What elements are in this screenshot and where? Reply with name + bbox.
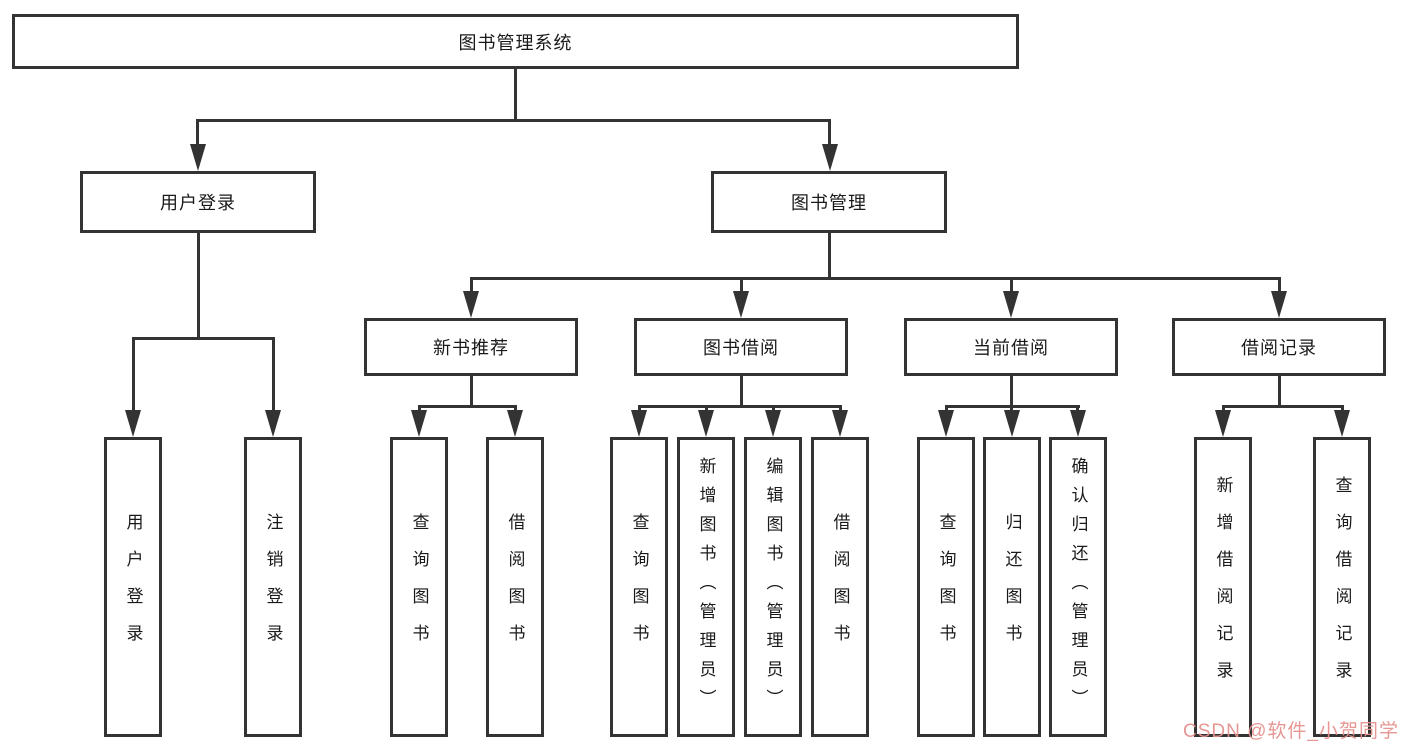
connector-login-stub	[132, 337, 135, 412]
arrowhead-down-icon	[733, 291, 749, 318]
node-new-book-recommend: 新书推荐	[364, 318, 578, 376]
connector-root-stem	[514, 69, 517, 119]
connector-records-stub	[1222, 405, 1225, 413]
leaf-recommend-borrow-book: 借阅图书	[486, 437, 544, 737]
connector-mgmt-stub	[470, 277, 473, 293]
leaf-user-login: 用户登录	[104, 437, 162, 737]
leaf-records-add-record: 新增借阅记录	[1194, 437, 1252, 737]
arrowhead-down-icon	[631, 410, 647, 437]
connector-login-bar	[132, 337, 274, 340]
connector-current-stub	[1076, 405, 1079, 413]
connector-mgmt-stub	[740, 277, 743, 293]
node-current-borrow: 当前借阅	[904, 318, 1118, 376]
arrowhead-down-icon	[698, 410, 714, 437]
arrowhead-down-icon	[463, 291, 479, 318]
leaf-borrow-query-book: 查询图书	[610, 437, 668, 737]
arrowhead-down-icon	[822, 144, 838, 171]
connector-recommend-bar	[418, 405, 517, 408]
leaf-current-confirm-return-admin: 确认归还（管理员）	[1049, 437, 1107, 737]
arrowhead-down-icon	[1271, 291, 1287, 318]
connector-mgmt-stem	[828, 233, 831, 277]
connector-recommend-stub	[514, 405, 517, 413]
leaf-recommend-query-book: 查询图书	[390, 437, 448, 737]
csdn-watermark: CSDN @软件_小贺同学	[1183, 721, 1399, 742]
arrowhead-down-icon	[1070, 410, 1086, 437]
arrowhead-down-icon	[507, 410, 523, 437]
connector-borrow-stub	[638, 405, 641, 413]
leaf-borrow-add-book-admin: 新增图书（管理员）	[677, 437, 735, 737]
connector-current-stub	[1010, 405, 1013, 413]
leaf-borrow-borrow-book: 借阅图书	[811, 437, 869, 737]
arrowhead-down-icon	[411, 410, 427, 437]
arrowhead-down-icon	[938, 410, 954, 437]
leaf-current-return-book: 归还图书	[983, 437, 1041, 737]
connector-records-stem	[1278, 376, 1281, 405]
connector-current-stem	[1010, 376, 1013, 405]
leaf-records-query-record: 查询借阅记录	[1313, 437, 1371, 737]
connector-borrow-stub	[839, 405, 842, 413]
connector-borrow-stem	[740, 376, 743, 405]
leaf-current-query-book: 查询图书	[917, 437, 975, 737]
arrowhead-down-icon	[265, 410, 281, 437]
connector-current-stub	[945, 405, 948, 413]
node-library-system: 图书管理系统	[12, 14, 1019, 69]
node-book-management: 图书管理	[711, 171, 947, 233]
connector-borrow-stub	[705, 405, 708, 413]
connector-borrow-bar	[638, 405, 841, 408]
connector-login-stem	[197, 233, 200, 337]
arrowhead-down-icon	[1334, 410, 1350, 437]
arrowhead-down-icon	[1215, 410, 1231, 437]
connector-root-stub-right	[828, 119, 831, 146]
node-book-borrow: 图书借阅	[634, 318, 848, 376]
connector-mgmt-bar	[470, 277, 1280, 280]
leaf-logout: 注销登录	[244, 437, 302, 737]
leaf-borrow-edit-book-admin: 编辑图书（管理员）	[744, 437, 802, 737]
connector-borrow-stub	[772, 405, 775, 413]
connector-records-stub	[1341, 405, 1344, 413]
connector-recommend-stem	[470, 376, 473, 405]
arrowhead-down-icon	[832, 410, 848, 437]
arrowhead-down-icon	[190, 144, 206, 171]
connector-mgmt-stub	[1278, 277, 1281, 293]
arrowhead-down-icon	[1004, 410, 1020, 437]
arrowhead-down-icon	[125, 410, 141, 437]
connector-records-bar	[1222, 405, 1343, 408]
connector-root-bar	[197, 119, 830, 122]
arrowhead-down-icon	[1003, 291, 1019, 318]
connector-recommend-stub	[418, 405, 421, 413]
node-user-login: 用户登录	[80, 171, 316, 233]
connector-mgmt-stub	[1010, 277, 1013, 293]
connector-login-stub	[272, 337, 275, 412]
connector-root-stub-left	[196, 119, 199, 146]
arrowhead-down-icon	[765, 410, 781, 437]
node-borrow-records: 借阅记录	[1172, 318, 1386, 376]
